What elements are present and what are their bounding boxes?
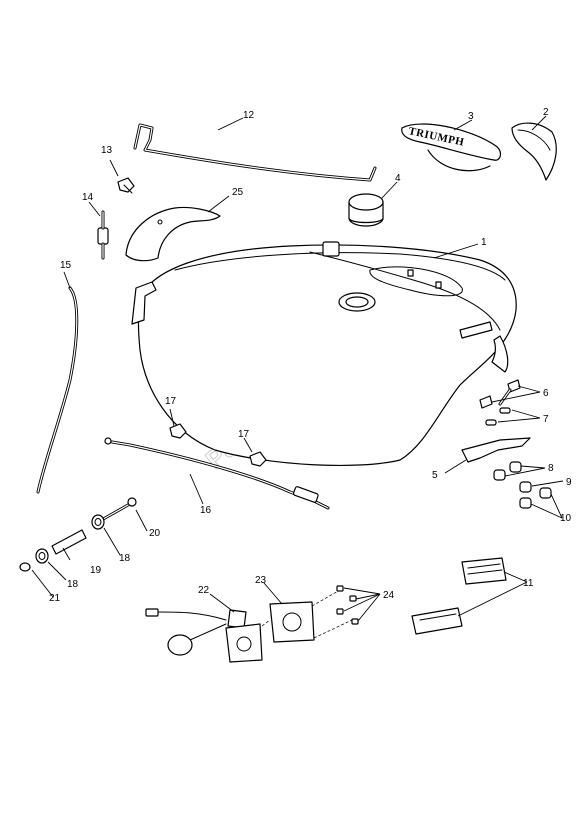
rubber-grommet-lower[interactable]	[35, 548, 49, 564]
pipe-clip[interactable]	[117, 177, 135, 194]
cable-clip-upper[interactable]	[169, 423, 187, 439]
callout-17b: 17	[238, 429, 250, 440]
callout-15: 15	[60, 260, 72, 271]
breather-valve[interactable]	[97, 210, 109, 260]
washer-lower[interactable]	[485, 419, 497, 426]
callout-5: 5	[432, 470, 438, 481]
callout-3: 3	[468, 111, 474, 122]
callout-25: 25	[232, 187, 244, 198]
callout-11: 11	[523, 578, 534, 589]
callout-1: 1	[481, 237, 487, 248]
callout-14: 14	[82, 192, 94, 203]
nut[interactable]	[19, 562, 31, 572]
mounting-rubber-9[interactable]	[519, 481, 532, 493]
callout-6: 6	[543, 388, 549, 399]
drain-hose[interactable]	[36, 286, 79, 494]
callout-21: 21	[49, 593, 61, 604]
sender-gasket[interactable]	[261, 589, 353, 643]
callout-12: 12	[243, 110, 255, 121]
triumph-tank-badge[interactable]: TRIUMPH	[401, 123, 502, 172]
callout-9: 9	[566, 477, 572, 488]
knee-pad-lower[interactable]	[411, 607, 463, 635]
callout-8: 8	[548, 463, 554, 474]
callout-4: 4	[395, 173, 401, 184]
callout-23: 23	[255, 575, 267, 586]
callout-20: 20	[149, 528, 161, 539]
callout-13: 13	[101, 145, 113, 156]
callout-2: 2	[543, 107, 549, 118]
bolt-upper[interactable]	[498, 379, 521, 406]
rubber-grommet-upper[interactable]	[91, 514, 105, 530]
callout-22: 22	[198, 585, 210, 596]
callout-19: 19	[90, 565, 102, 576]
mounting-rubber-8b[interactable]	[493, 469, 506, 481]
mounting-rubber-10b[interactable]	[519, 497, 532, 509]
fuel-sender-cable[interactable]	[104, 437, 330, 510]
fuel-level-sender[interactable]	[145, 608, 263, 663]
breather-pipe[interactable]	[133, 123, 377, 182]
sender-screw-2[interactable]	[349, 595, 357, 602]
cable-clip-lower[interactable]	[249, 451, 267, 467]
callout-17a: 17	[165, 396, 177, 407]
callout-numbers: 1 2 3 4 5 6 7 8 9 10 11 12 13 14 15 16 1…	[49, 107, 572, 604]
fuel-tank[interactable]	[131, 241, 517, 467]
callout-24: 24	[383, 590, 395, 601]
callout-7: 7	[543, 414, 549, 425]
washer-upper[interactable]	[499, 407, 511, 414]
fuel-filler-cap[interactable]	[348, 193, 384, 227]
sender-screw-3[interactable]	[336, 608, 344, 615]
mounting-rubber-8a[interactable]	[509, 461, 522, 473]
spacer-tube[interactable]	[51, 529, 87, 555]
knee-pad-upper[interactable]	[461, 557, 507, 585]
callout-16: 16	[200, 505, 212, 516]
callout-10: 10	[560, 513, 572, 524]
callout-18a: 18	[119, 553, 131, 564]
leader-lines	[31, 115, 564, 622]
heat-shield[interactable]	[125, 206, 221, 262]
sender-screw-1[interactable]	[336, 585, 344, 592]
sender-screw-4[interactable]	[351, 618, 359, 625]
callout-18b: 18	[67, 579, 79, 590]
mounting-rubber-10a[interactable]	[539, 487, 552, 499]
bolt-lower[interactable]	[479, 395, 493, 409]
tank-mounting-bracket[interactable]	[461, 437, 531, 463]
tank-badge-small[interactable]	[511, 122, 557, 181]
